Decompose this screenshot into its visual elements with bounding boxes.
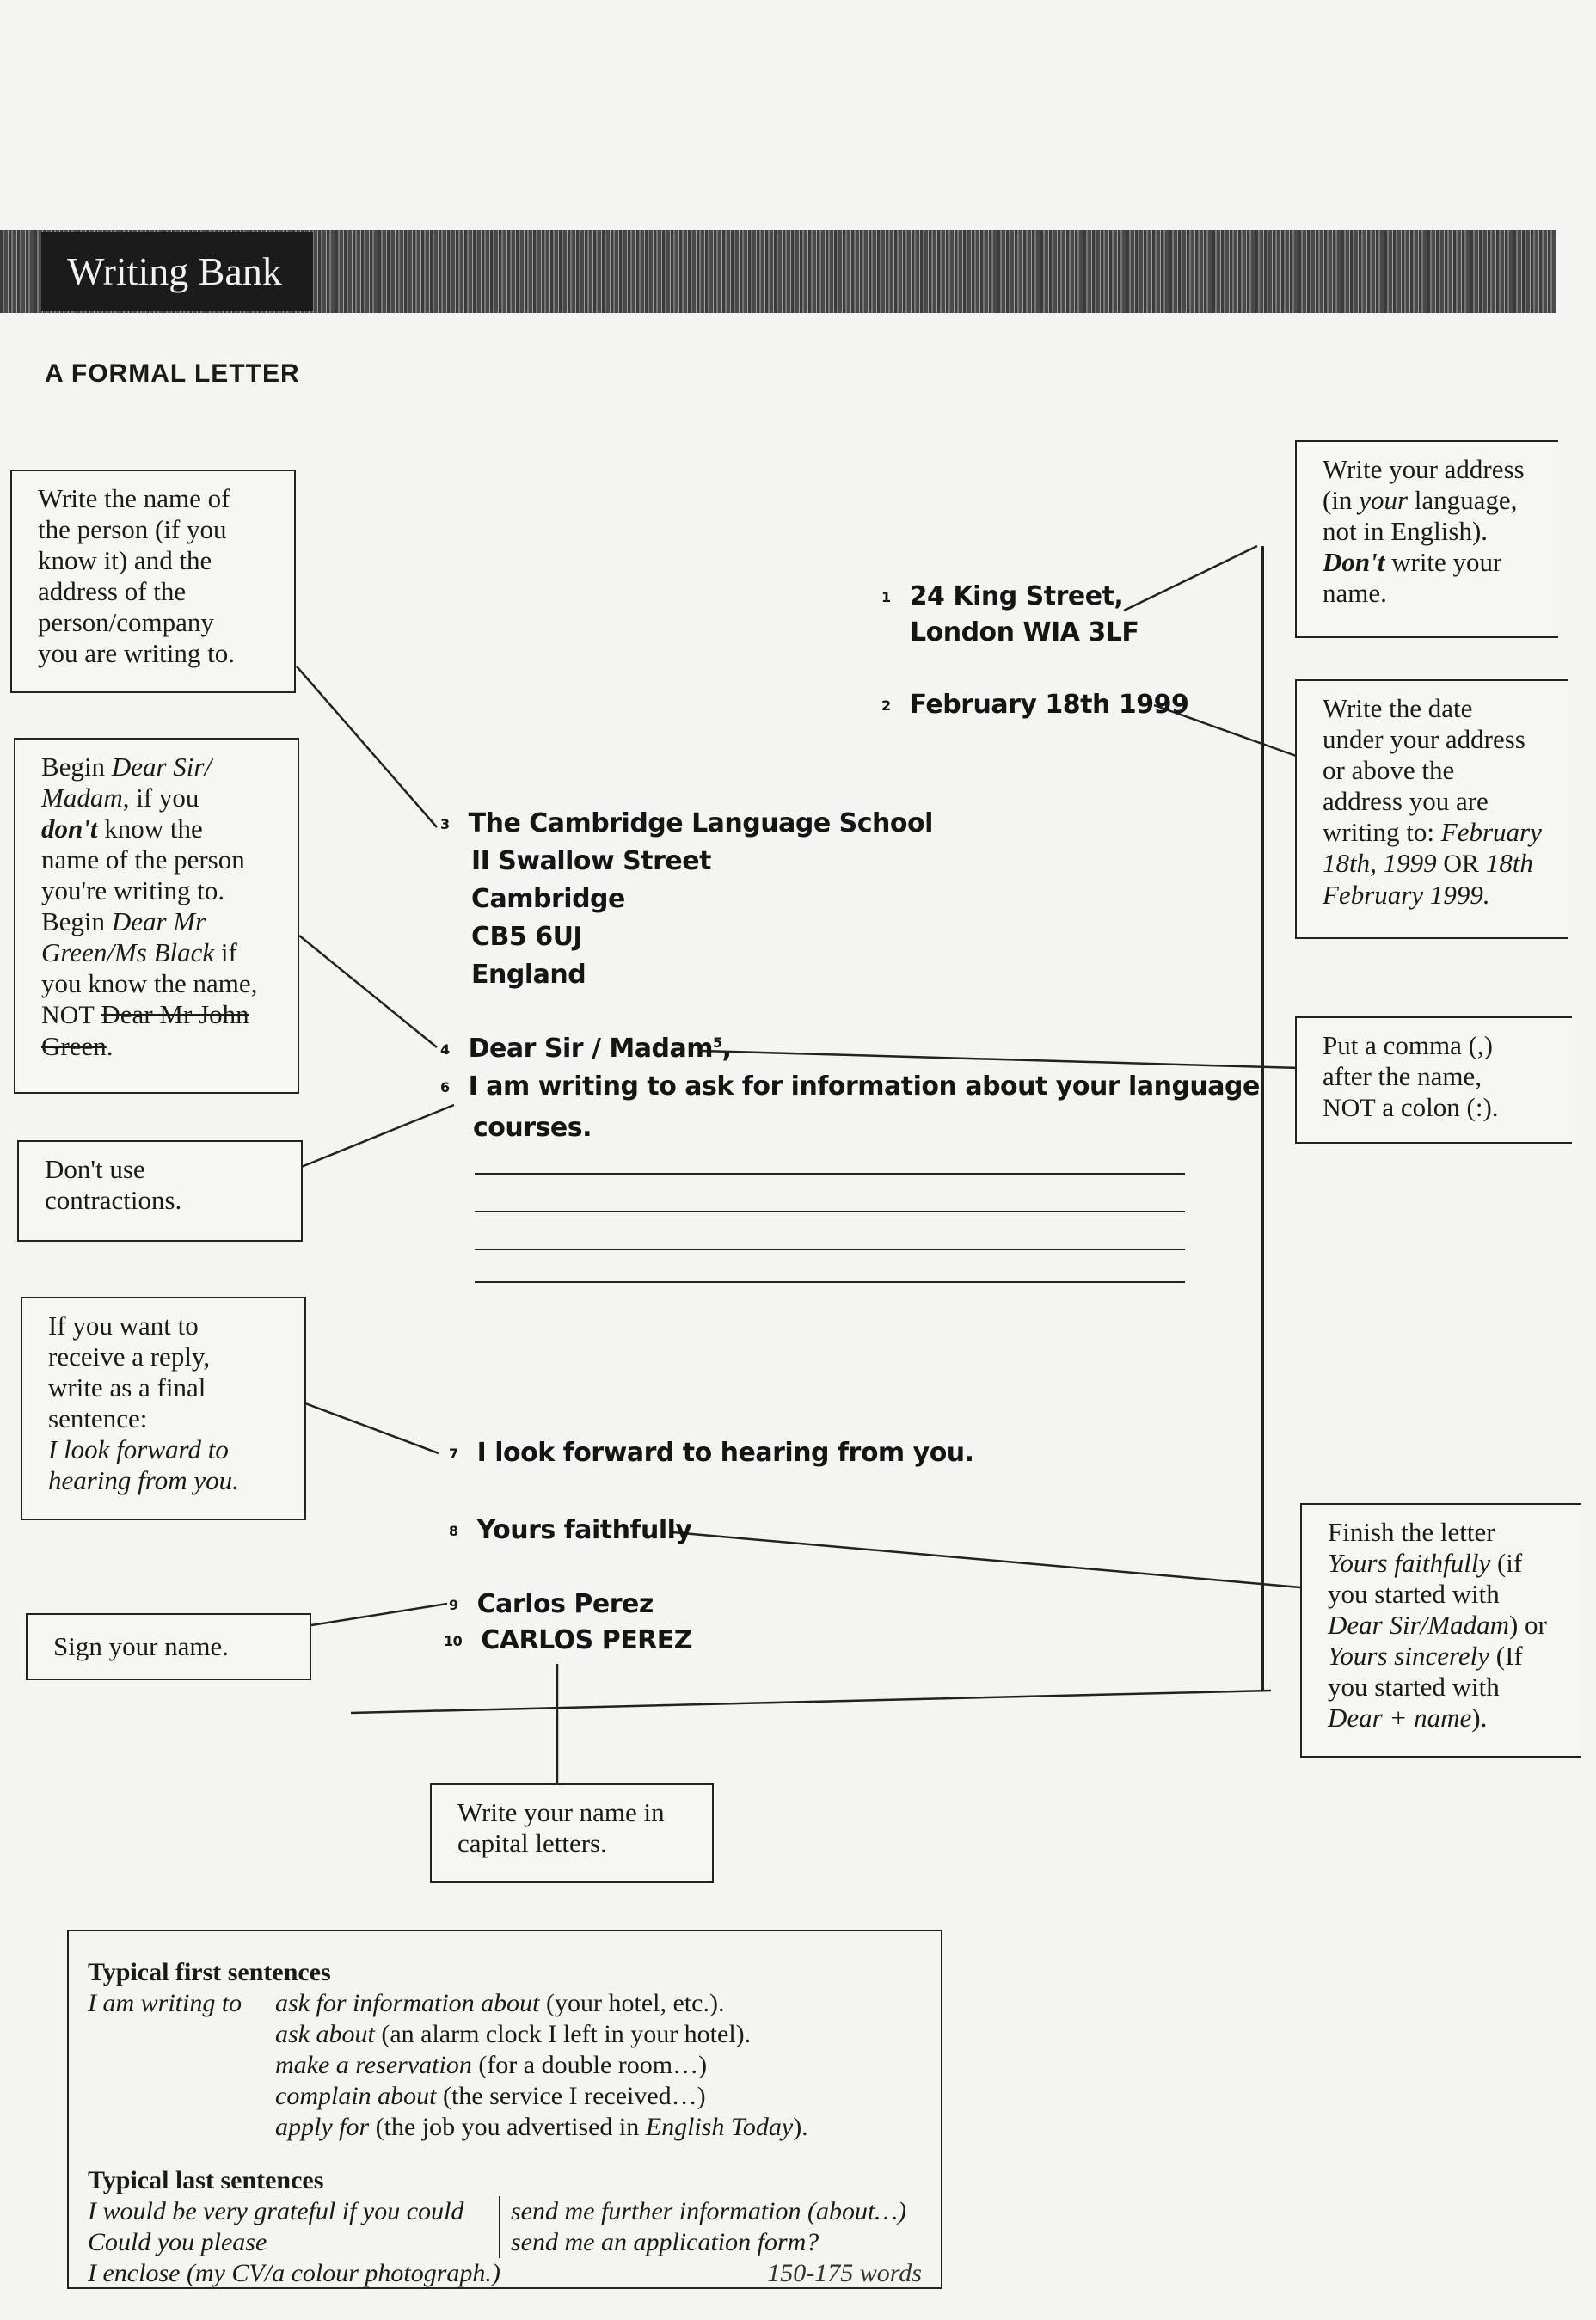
connector-contractions bbox=[298, 1103, 455, 1169]
body-line-3 bbox=[475, 1249, 1185, 1250]
connector-recipient bbox=[296, 666, 438, 828]
typical-sentences-box: Typical first sentences I am writing to … bbox=[67, 1930, 942, 2289]
letter-bottom-rule bbox=[350, 1689, 1272, 1715]
section-title: A FORMAL LETTER bbox=[45, 359, 300, 388]
greeting-comma: , bbox=[721, 1034, 732, 1064]
body-line-2 bbox=[475, 1211, 1185, 1212]
first-item: ask for information about (your hotel, e… bbox=[275, 1989, 725, 2017]
connector-greeting bbox=[298, 935, 438, 1048]
sender-address-line2: London WIA 3LF bbox=[910, 617, 1139, 648]
first-item: ask about (an alarm clock I left in your… bbox=[275, 2020, 752, 2048]
body-line-1 bbox=[475, 1173, 1185, 1175]
connector-sign bbox=[310, 1602, 448, 1627]
connector-address bbox=[1123, 544, 1258, 612]
recipient-line4: CB5 6UJ bbox=[471, 922, 583, 952]
connector-reply bbox=[304, 1402, 439, 1455]
letter-right-rule bbox=[1261, 546, 1264, 1691]
recipient-line5: England bbox=[471, 960, 586, 990]
note-address: Write your address (in your language, no… bbox=[1295, 440, 1558, 638]
opening-line2: courses. bbox=[473, 1113, 592, 1143]
recipient-line3: Cambridge bbox=[471, 884, 625, 914]
first-item: make a reservation (for a double room…) bbox=[275, 2051, 708, 2079]
note-sign: Sign your name. bbox=[26, 1613, 311, 1680]
note-begin: Begin Dear Sir/ Madam, if you don't know… bbox=[14, 738, 299, 1094]
recipient-line2: II Swallow Street bbox=[471, 846, 711, 876]
last-sentences-list: I would be very grateful if you could Co… bbox=[88, 2196, 906, 2258]
connector-comma bbox=[700, 1049, 1301, 1070]
last-sentence-enclose: I enclose (my CV/a colour photograph.) bbox=[88, 2259, 500, 2287]
note-comma: Put a comma (,)after the name, NOT a col… bbox=[1295, 1016, 1572, 1144]
note-finish: Finish the letter Yours faithfully (if y… bbox=[1300, 1503, 1581, 1758]
first-sentences-heading: Typical first sentences bbox=[88, 1958, 331, 1986]
first-sentences-list: I am writing to ask for information abou… bbox=[88, 1989, 808, 2141]
first-item: apply for (the job you advertised in Eng… bbox=[275, 2113, 808, 2141]
greeting-marker: 5 bbox=[712, 1034, 722, 1051]
connector-finish bbox=[672, 1531, 1301, 1589]
last-sentences-heading: Typical last sentences bbox=[88, 2166, 324, 2194]
first-item: complain about (the service I received…) bbox=[275, 2082, 706, 2110]
connector-date bbox=[1153, 703, 1299, 758]
handwritten-word-count: 150-175 words bbox=[767, 2259, 922, 2287]
body-line-4 bbox=[475, 1281, 1185, 1283]
banner-title: Writing Bank bbox=[41, 232, 313, 311]
